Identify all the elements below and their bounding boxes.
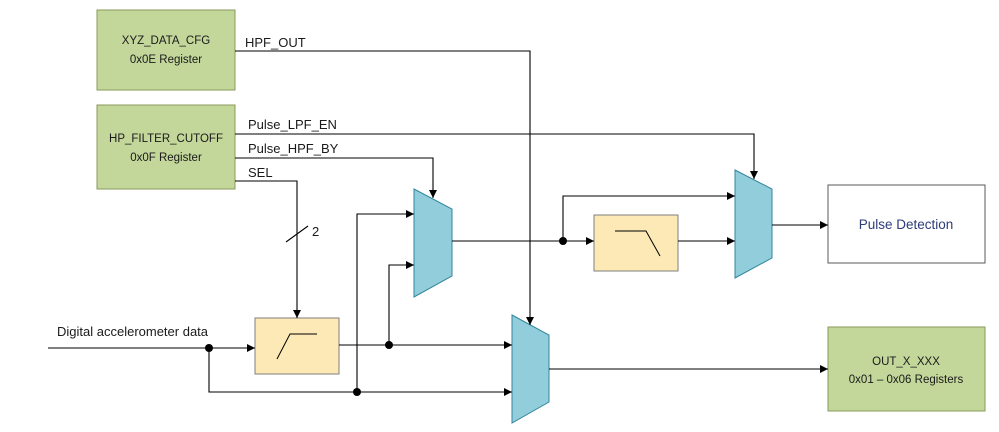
wire-raw-to-output-mux <box>208 348 512 396</box>
signal-sel: SEL <box>248 165 273 180</box>
lpf-box <box>593 214 679 272</box>
wire-pulse-lpf-en <box>235 133 758 179</box>
mux-lpf-enable <box>734 169 773 279</box>
mux-output <box>511 314 550 424</box>
register-box <box>96 9 236 91</box>
high-pass-filter-icon <box>276 333 317 360</box>
input-label: Digital accelerometer data <box>57 324 209 339</box>
register-address: 0x0F Register <box>130 152 202 164</box>
register-name: XYZ_DATA_CFG <box>122 35 210 47</box>
junction-dot <box>385 341 393 349</box>
bus-width-label: 2 <box>312 224 319 239</box>
register-name: OUT_X_XXX <box>872 356 940 368</box>
wire-hpf-to-bypass-mux <box>388 261 414 345</box>
register-name: HP_FILTER_CUTOFF <box>109 133 223 145</box>
register-out-x: OUT_X_XXX 0x01 – 0x06 Registers <box>827 326 986 412</box>
signal-pulse-hpf-by: Pulse_HPF_BY <box>248 141 339 156</box>
junction-dot <box>205 344 213 352</box>
register-xyz-data-cfg: XYZ_DATA_CFG 0x0E Register <box>96 9 236 91</box>
low-pass-filter-block <box>593 214 679 272</box>
register-hp-filter-cutoff: HP_FILTER_CUTOFF 0x0F Register <box>96 104 236 190</box>
hpf-box <box>254 317 340 375</box>
bus-slash-mark <box>285 225 309 243</box>
low-pass-filter-icon <box>615 230 661 257</box>
register-address: 0x01 – 0x06 Registers <box>849 374 964 386</box>
junction-dot <box>353 388 361 396</box>
wire-lpf-bypass <box>562 192 735 241</box>
pulse-detection-block: Pulse Detection <box>827 184 986 264</box>
register-box <box>827 326 986 412</box>
wire-pulse-hpf-by <box>235 157 437 198</box>
signal-pulse-lpf-en: Pulse_LPF_EN <box>248 117 337 132</box>
mux-hpf-bypass <box>413 188 453 298</box>
wire-hpf-out <box>235 50 534 325</box>
signal-hpf-out: HPF_OUT <box>245 35 306 50</box>
junction-dot <box>559 237 567 245</box>
wire-sel <box>235 180 301 318</box>
wire-raw-to-bypass-mux <box>356 210 414 392</box>
register-box <box>96 104 236 190</box>
pulse-detection-box <box>827 184 986 264</box>
pulse-detection-label: Pulse Detection <box>859 217 954 232</box>
high-pass-filter-block <box>254 317 340 375</box>
register-address: 0x0E Register <box>130 54 202 66</box>
